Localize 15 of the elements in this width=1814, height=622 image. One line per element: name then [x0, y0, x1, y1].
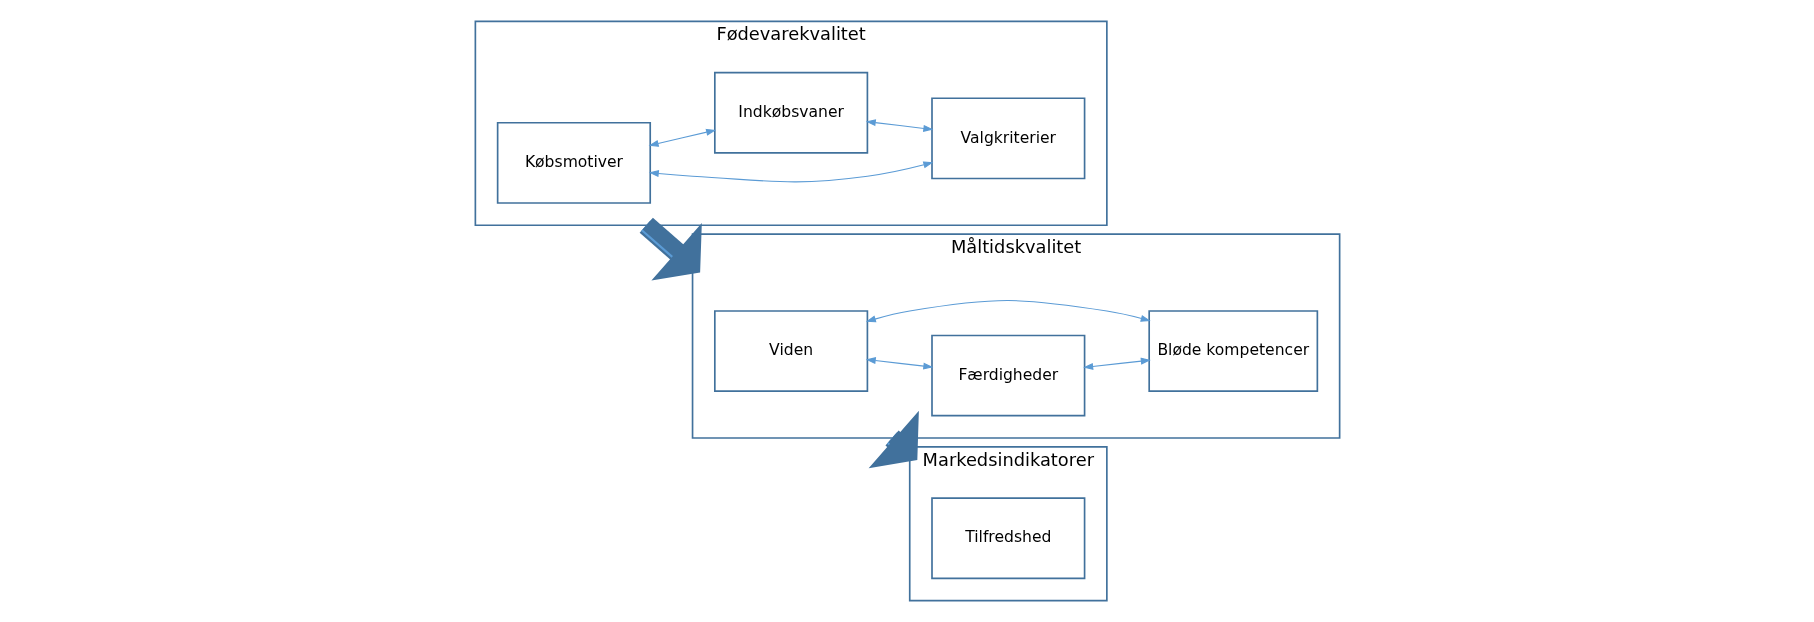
arrow	[639, 217, 702, 281]
node-box: Indkøbsvaner	[713, 71, 868, 154]
node-box: Købsmotiver	[496, 121, 651, 204]
node-box: Færdigheder	[930, 334, 1085, 417]
arrow	[865, 119, 933, 132]
node-box: Tilfredshed	[930, 497, 1085, 580]
node-box: Viden	[713, 310, 868, 393]
arrow	[868, 410, 919, 469]
node-box: Bløde kompetencer	[1147, 310, 1318, 393]
arrow	[648, 161, 933, 183]
arrow	[865, 300, 1151, 323]
arrow	[865, 357, 933, 370]
node-box: Valgkriterier	[930, 97, 1085, 180]
arrow	[648, 128, 716, 147]
arrow	[1082, 357, 1151, 370]
